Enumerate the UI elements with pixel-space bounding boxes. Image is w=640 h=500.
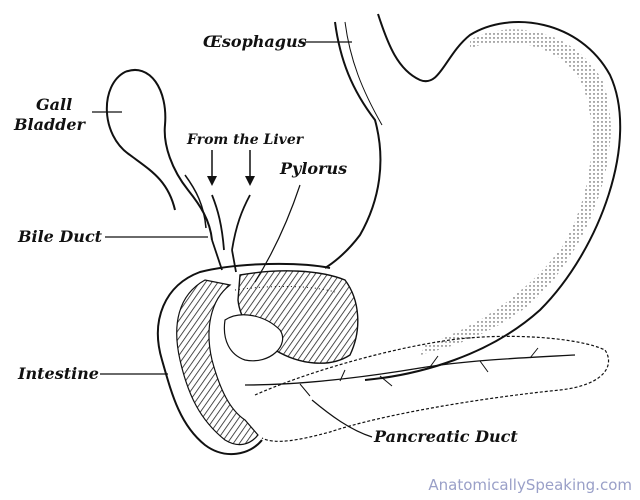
- pancreatic-duct-line: [244, 354, 576, 386]
- pancreatic-duct-label: Pancreatic Duct: [374, 427, 518, 446]
- duodenum-wall: [176, 279, 259, 446]
- duodenum-outer: [157, 262, 331, 456]
- oesophagus-label: Œsophagus: [203, 32, 307, 51]
- bile-duct-label: Bile Duct: [18, 227, 103, 246]
- pylorus-label: Pylorus: [280, 159, 348, 178]
- gall-bladder-neck: [184, 174, 207, 229]
- oesophagus-inner: [344, 21, 383, 126]
- leader-lines: [92, 41, 373, 438]
- hepatic-duct-right: [231, 194, 251, 251]
- bile-duct-tube: [211, 239, 237, 273]
- pancreatic-duct-branches: [299, 347, 539, 397]
- hepatic-duct-left: [211, 194, 225, 251]
- gall-bladder-label-line2: Bladder: [14, 115, 85, 134]
- from-the-liver-label: From the Liver: [187, 132, 304, 148]
- liver-arrows: [207, 150, 255, 186]
- stomach-outline: [324, 13, 622, 381]
- pancreas-outline: [254, 335, 610, 442]
- gall-bladder-label-line1: Gall: [36, 95, 73, 114]
- intestine-label: Intestine: [18, 364, 99, 383]
- stomach-shading: [420, 29, 611, 355]
- gall-bladder-shape: [105, 69, 213, 241]
- watermark-text: AnatomicallySpeaking.com: [428, 476, 632, 494]
- pylorus-inner: [223, 314, 284, 362]
